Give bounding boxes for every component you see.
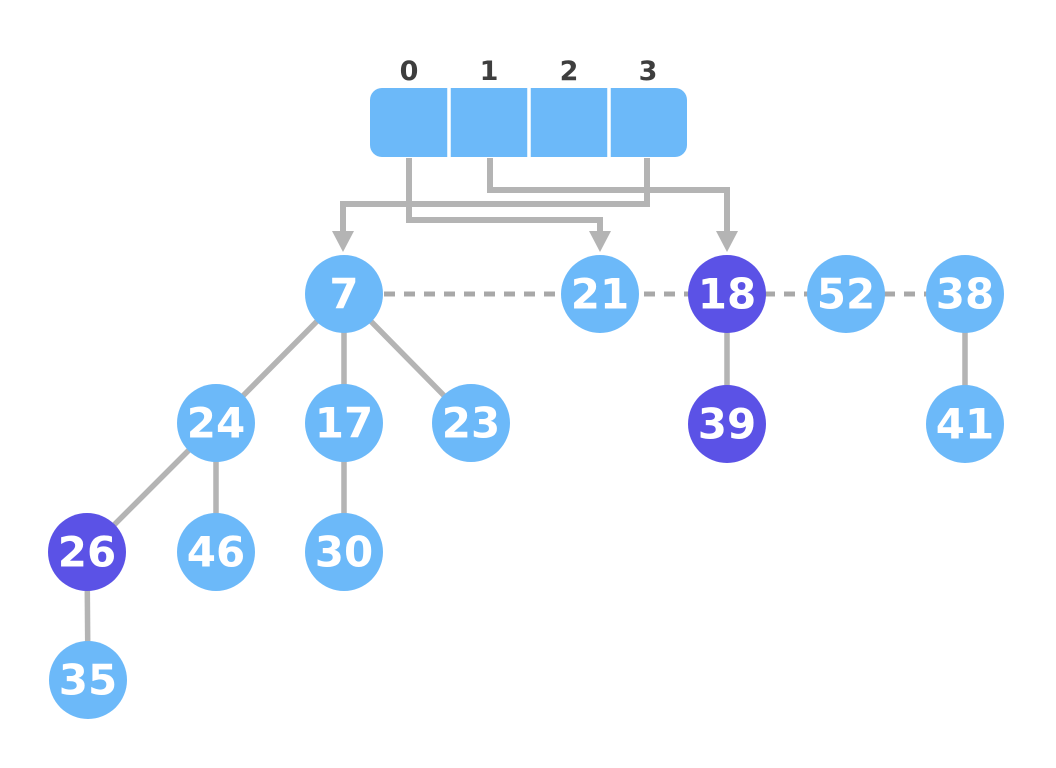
array-index-3: 3 xyxy=(639,56,658,87)
node-41-circle xyxy=(926,385,1004,463)
arrowheads xyxy=(332,231,738,252)
array-index-0: 0 xyxy=(400,56,419,87)
node-38-circle xyxy=(926,255,1004,333)
node-30: 30 xyxy=(305,513,383,591)
node-21-value: 21 xyxy=(571,270,629,319)
node-52: 52 xyxy=(807,255,885,333)
node-39-value: 39 xyxy=(698,400,756,449)
node-46-circle xyxy=(177,513,255,591)
node-17-circle xyxy=(305,384,383,462)
node-41-value: 41 xyxy=(936,400,994,449)
node-35-value: 35 xyxy=(59,656,117,705)
array-index-1: 1 xyxy=(480,56,499,87)
tree-edges xyxy=(84,292,968,681)
node-38-value: 38 xyxy=(936,270,994,319)
node-24: 24 xyxy=(177,384,255,462)
node-30-circle xyxy=(305,513,383,591)
node-26-value: 26 xyxy=(58,528,116,577)
node-24-circle xyxy=(177,384,255,462)
arrowhead-to-node21 xyxy=(589,231,611,252)
arrow-cell1-to-node18 xyxy=(487,158,730,234)
array-cell-separators xyxy=(447,88,611,157)
node-23-value: 23 xyxy=(442,399,500,448)
node-41: 41 xyxy=(926,385,1004,463)
node-23: 23 xyxy=(432,384,510,462)
node-46: 46 xyxy=(177,513,255,591)
array-index-2: 2 xyxy=(560,56,579,87)
degree-array: 0 1 2 3 xyxy=(370,56,687,157)
node-21: 21 xyxy=(561,255,639,333)
array-index-labels: 0 1 2 3 xyxy=(400,56,658,87)
arrow-cell0-to-node21 xyxy=(406,158,603,234)
node-17: 17 xyxy=(305,384,383,462)
node-35-circle xyxy=(49,641,127,719)
node-21-circle xyxy=(561,255,639,333)
arrow-cell3-to-node7 xyxy=(340,158,650,234)
node-18: 18 xyxy=(688,255,766,333)
array-pointer-arrows xyxy=(332,158,738,252)
node-39: 39 xyxy=(688,385,766,463)
node-39-circle xyxy=(688,385,766,463)
node-52-value: 52 xyxy=(817,270,875,319)
node-26: 26 xyxy=(48,513,126,591)
node-23-circle xyxy=(432,384,510,462)
node-18-value: 18 xyxy=(698,270,756,319)
node-35: 35 xyxy=(49,641,127,719)
node-38: 38 xyxy=(926,255,1004,333)
node-7-circle xyxy=(305,255,383,333)
heap-nodes: 7 21 18 52 38 24 xyxy=(48,255,1004,719)
node-46-value: 46 xyxy=(187,528,245,577)
node-52-circle xyxy=(807,255,885,333)
arrowhead-to-node18 xyxy=(716,231,738,252)
node-24-value: 24 xyxy=(187,399,245,448)
arrowhead-to-node7 xyxy=(332,231,354,252)
node-18-circle xyxy=(688,255,766,333)
node-30-value: 30 xyxy=(315,528,373,577)
node-17-value: 17 xyxy=(315,399,373,448)
node-26-circle xyxy=(48,513,126,591)
node-7: 7 xyxy=(305,255,383,333)
node-7-value: 7 xyxy=(329,270,358,319)
